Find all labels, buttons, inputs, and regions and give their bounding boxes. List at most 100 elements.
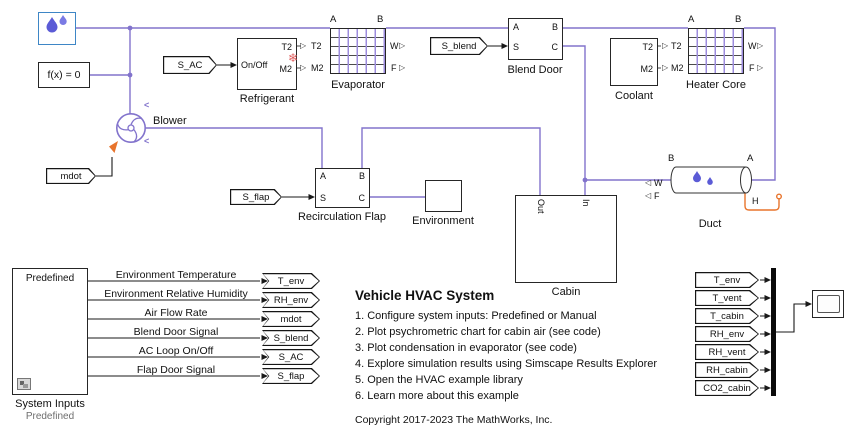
goto-tag-mdot[interactable]: mdot	[262, 311, 320, 327]
solver-config-block[interactable]: f(x) = 0	[38, 62, 90, 88]
system-inputs-block[interactable]: Predefined	[12, 268, 88, 395]
flow-chevron-icon: <	[144, 136, 150, 146]
duct-block[interactable]	[670, 164, 760, 196]
annotation-item-5[interactable]: 5. Open the HVAC example library	[355, 374, 523, 386]
coolant-block[interactable]: T2 M2	[610, 38, 658, 86]
goto-tag-rhenv[interactable]: RH_env	[262, 292, 320, 308]
moisture-source-block[interactable]	[38, 12, 76, 45]
droplets-icon	[46, 15, 67, 33]
from-tag-co2cabin[interactable]: CO2_cabin	[695, 380, 759, 396]
tag-label: T_env	[713, 274, 741, 286]
blower-label: Blower	[153, 115, 187, 127]
from-tag-sac[interactable]: S_AC	[163, 56, 217, 74]
annotation-item-2[interactable]: 2. Plot psychrometric chart for cabin ai…	[355, 326, 601, 338]
cabin-block[interactable]: Out In	[515, 195, 617, 283]
duct-port-b: B	[668, 153, 675, 164]
signal-label: Environment Temperature	[115, 269, 237, 281]
port-out-triangle-icon: ◁	[645, 191, 652, 200]
from-tag-sflap[interactable]: S_flap	[230, 189, 282, 205]
port-label-t2: T2	[642, 42, 653, 52]
annotation-item-6[interactable]: 6. Learn more about this example	[355, 390, 519, 402]
evaporator-block[interactable]	[330, 28, 386, 74]
tag-label: mdot	[280, 313, 302, 325]
refrigerant-block[interactable]: On/Off T2 M2	[237, 38, 297, 90]
duct-port-h: H	[752, 196, 759, 206]
annotation-item-3[interactable]: 3. Plot condensation in evaporator (see …	[355, 342, 577, 354]
system-inputs-sublabel: Predefined	[25, 411, 75, 422]
port-label-s: S	[513, 42, 520, 52]
port-in-triangle-icon: ▷	[757, 63, 764, 72]
coolant-label: Coolant	[615, 90, 653, 102]
heater-out-f: F	[749, 63, 755, 73]
junction-dots	[127, 25, 588, 183]
cabin-label: Cabin	[551, 286, 581, 298]
recirculation-flap-block[interactable]: A B S C	[315, 168, 370, 208]
heater-in-m2: M2	[671, 63, 684, 73]
blend-door-label: Blend Door	[507, 64, 563, 76]
from-tag-mdot[interactable]: mdot	[46, 168, 96, 184]
annotation-item-1[interactable]: 1. Configure system inputs: Predefined o…	[355, 310, 597, 322]
tag-label: S_AC	[177, 59, 203, 71]
tag-label: S_flap	[242, 191, 270, 203]
system-inputs-label: System Inputs	[15, 398, 85, 410]
heater-out-w: W	[748, 41, 757, 51]
blower-block[interactable]	[114, 111, 148, 145]
signal-wires	[88, 45, 806, 389]
port-in-triangle-icon: ▷	[300, 63, 307, 72]
heater-core-block[interactable]	[688, 28, 744, 74]
duct-port-f: F	[654, 191, 660, 201]
signal-label: AC Loop On/Off	[138, 345, 214, 357]
evaporator-in-m2: M2	[311, 63, 324, 73]
evaporator-out-w: W	[390, 41, 399, 51]
scope-block[interactable]	[812, 290, 844, 318]
tag-label: RH_vent	[708, 346, 746, 358]
tag-label: mdot	[60, 170, 82, 182]
environment-block[interactable]	[425, 180, 462, 212]
mdot-physical-signal-arrow-icon	[109, 141, 118, 153]
tag-label: S_AC	[278, 351, 304, 363]
cabin-port-out: Out	[536, 199, 546, 214]
from-tag-tvent[interactable]: T_vent	[695, 290, 759, 306]
evaporator-in-t2: T2	[311, 41, 322, 51]
tag-label: RH_cabin	[706, 364, 748, 376]
signal-label: Blend Door Signal	[133, 326, 219, 338]
goto-tag-sflap[interactable]: S_flap	[262, 368, 320, 384]
snowflake-icon: ❄	[288, 51, 299, 65]
port-label-b: B	[551, 22, 558, 32]
from-tag-tcabin[interactable]: T_cabin	[695, 308, 759, 324]
from-tag-sblend[interactable]: S_blend	[430, 37, 488, 55]
from-tag-tenv[interactable]: T_env	[695, 272, 759, 288]
signal-label: Flap Door Signal	[136, 364, 216, 376]
goto-tag-sac[interactable]: S_AC	[262, 349, 320, 365]
duct-port-w: W	[654, 178, 663, 188]
flow-chevron-icon: <	[144, 100, 150, 110]
duct-droplets-icon	[693, 171, 713, 185]
goto-tag-tenv[interactable]: T_env	[262, 273, 320, 289]
duct-label: Duct	[698, 218, 722, 230]
from-tag-rhvent[interactable]: RH_vent	[695, 344, 759, 360]
from-tag-rhcabin[interactable]: RH_cabin	[695, 362, 759, 378]
signal-label: Environment Relative Humidity	[104, 288, 248, 300]
physical-wires	[76, 27, 776, 198]
tag-label: S_blend	[273, 332, 309, 344]
annotation-item-4[interactable]: 4. Explore simulation results using Sims…	[355, 358, 658, 370]
port-in-triangle-icon: ▷	[662, 63, 669, 72]
port-in-triangle-icon: ▷	[300, 41, 307, 50]
heater-in-t2: T2	[671, 41, 682, 51]
tag-label: T_cabin	[710, 310, 744, 322]
port-label-a: A	[320, 171, 327, 181]
goto-tag-sblend[interactable]: S_blend	[262, 330, 320, 346]
from-tag-rhenv[interactable]: RH_env	[695, 326, 759, 342]
tag-label: S_flap	[277, 370, 305, 382]
blend-door-block[interactable]: A B S C	[508, 18, 563, 60]
mux-block[interactable]	[771, 268, 776, 396]
solver-label: f(x) = 0	[47, 69, 81, 81]
tag-label: T_env	[277, 275, 305, 287]
variant-badge-icon	[17, 378, 31, 390]
heater-core-label: Heater Core	[686, 79, 746, 91]
scope-screen-icon	[817, 295, 840, 313]
heater-port-b: B	[735, 14, 742, 25]
port-label-onoff: On/Off	[241, 60, 268, 70]
